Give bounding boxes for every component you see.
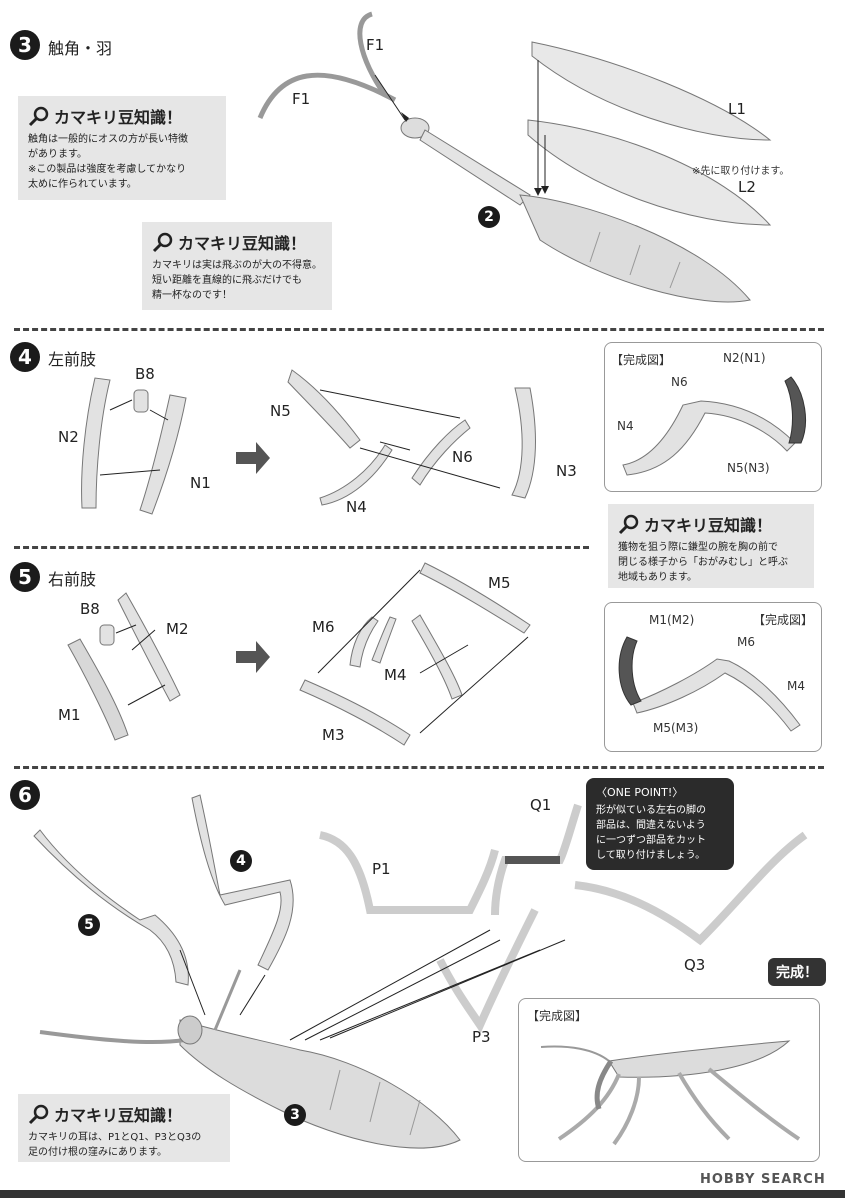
step-3-title: 触角・羽 [48, 39, 113, 58]
divider-3 [14, 766, 824, 769]
label-n3: N3 [556, 462, 577, 480]
note-attach-first: ※先に取り付けます。 [692, 166, 790, 177]
ref-part-3: 3 [284, 1104, 306, 1126]
magnifier-icon [152, 232, 173, 253]
label-l1: L1 [728, 100, 746, 118]
step-4-number: 4 [10, 342, 40, 372]
label-b8: B8 [135, 365, 155, 383]
ref-part-4: 4 [230, 850, 252, 872]
step-5-illustration [67, 562, 531, 746]
divider-1 [14, 328, 824, 331]
tip-heading: カマキリ豆知識！ [54, 1106, 183, 1125]
label-f1-left: F1 [292, 90, 311, 108]
label-n4: N4 [617, 419, 634, 433]
step-4-title: 左前肢 [48, 350, 97, 369]
step-6-complete-box: 【完成図】 [518, 998, 820, 1162]
label-m6: M6 [312, 618, 335, 636]
complete-title: 【完成図】 [611, 353, 672, 367]
ref-part-5: 5 [78, 914, 100, 936]
label-n2n1: N2(N1) [723, 351, 766, 365]
tip-box-ears: カマキリ豆知識！ カマキリの耳は、P1とQ1、P3とQ3の 足の付け根の窪みにあ… [18, 1094, 230, 1162]
label-n2: N2 [58, 428, 79, 446]
label-p1: P1 [372, 860, 391, 878]
magnifier-icon [618, 514, 639, 535]
complete-title: 【完成図】 [527, 1009, 588, 1023]
label-l2: L2 [738, 178, 756, 196]
one-point-text: 形が似ている左右の脚の 部品は、間違えないよう に一つずつ部品をカット して取り… [596, 805, 706, 861]
label-m4: M4 [787, 679, 805, 693]
label-n6: N6 [452, 448, 473, 466]
label-q1: Q1 [530, 796, 552, 814]
label-b8: B8 [80, 600, 100, 618]
label-m5m3: M5(M3) [653, 721, 699, 735]
label-m4: M4 [384, 666, 407, 684]
tip-heading: カマキリ豆知識！ [178, 234, 307, 253]
label-q3: Q3 [684, 956, 706, 974]
label-m2: M2 [166, 620, 189, 638]
divider-2 [14, 546, 589, 549]
step-3-illustration [257, 11, 772, 303]
tip-text: カマキリの耳は、P1とQ1、P3とQ3の 足の付け根の窪みにあります。 [28, 1132, 202, 1158]
left-foreleg-assembled [622, 376, 807, 476]
step-4-illustration [81, 369, 536, 515]
tip-text: カマキリは実は飛ぶのが大の不得意。 短い距離を直線的に飛ぶだけでも 精一杯なので… [152, 260, 322, 301]
right-foreleg-assembled [618, 636, 801, 732]
step-6-number: 6 [10, 780, 40, 810]
step-5-title: 右前肢 [48, 570, 97, 589]
footer-bar [0, 1190, 845, 1198]
label-m1m2: M1(M2) [649, 613, 695, 627]
label-n1: N1 [190, 474, 211, 492]
magnifier-icon [28, 106, 49, 127]
label-n5n3: N5(N3) [727, 461, 770, 475]
label-m6: M6 [737, 635, 755, 649]
one-point-box: 〈ONE POINT!〉 形が似ている左右の脚の 部品は、間違えないよう に一つ… [586, 778, 734, 870]
step-5-number: 5 [10, 562, 40, 592]
step-5-complete-box: 【完成図】 M1(M2) M6 M4 M5(M3) [604, 602, 822, 752]
complete-badge: 完成！ [768, 958, 826, 986]
tip-text: 触角は一般的にオスの方が長い特徴 があります。 ※この製品は強度を考慮してかなり… [28, 134, 188, 190]
step-6-illustration [33, 794, 808, 1149]
label-f1-top: F1 [366, 36, 385, 54]
label-n5: N5 [270, 402, 291, 420]
step-4-complete-box: 【完成図】 N2(N1) N6 N4 N5(N3) [604, 342, 822, 492]
label-n4: N4 [346, 498, 367, 516]
footer-brand: HOBBY SEARCH [700, 1172, 826, 1187]
label-n6: N6 [671, 375, 688, 389]
tip-box-flying: カマキリ豆知識！ カマキリは実は飛ぶのが大の不得意。 短い距離を直線的に飛ぶだけ… [142, 222, 332, 310]
ref-part-2: 2 [478, 206, 500, 228]
label-m1: M1 [58, 706, 81, 724]
step-3-number: 3 [10, 30, 40, 60]
tip-heading: カマキリ豆知識！ [644, 516, 773, 535]
mantis-completed [540, 1040, 801, 1146]
label-m5: M5 [488, 574, 511, 592]
tip-text: 獲物を狙う際に鎌型の腕を胸の前で 閉じる様子から「おがみむし」と呼ぶ 地域もあり… [618, 542, 788, 583]
magnifier-icon [28, 1104, 49, 1125]
label-m3: M3 [322, 726, 345, 744]
complete-title: 【完成図】 [753, 613, 814, 627]
tip-box-antenna: カマキリ豆知識！ 触角は一般的にオスの方が長い特徴 があります。 ※この製品は強… [18, 96, 226, 200]
tip-box-praying: カマキリ豆知識！ 獲物を狙う際に鎌型の腕を胸の前で 閉じる様子から「おがみむし」… [608, 504, 814, 588]
label-p3: P3 [472, 1028, 491, 1046]
tip-heading: カマキリ豆知識！ [54, 108, 183, 127]
one-point-title: 〈ONE POINT!〉 [596, 786, 684, 799]
